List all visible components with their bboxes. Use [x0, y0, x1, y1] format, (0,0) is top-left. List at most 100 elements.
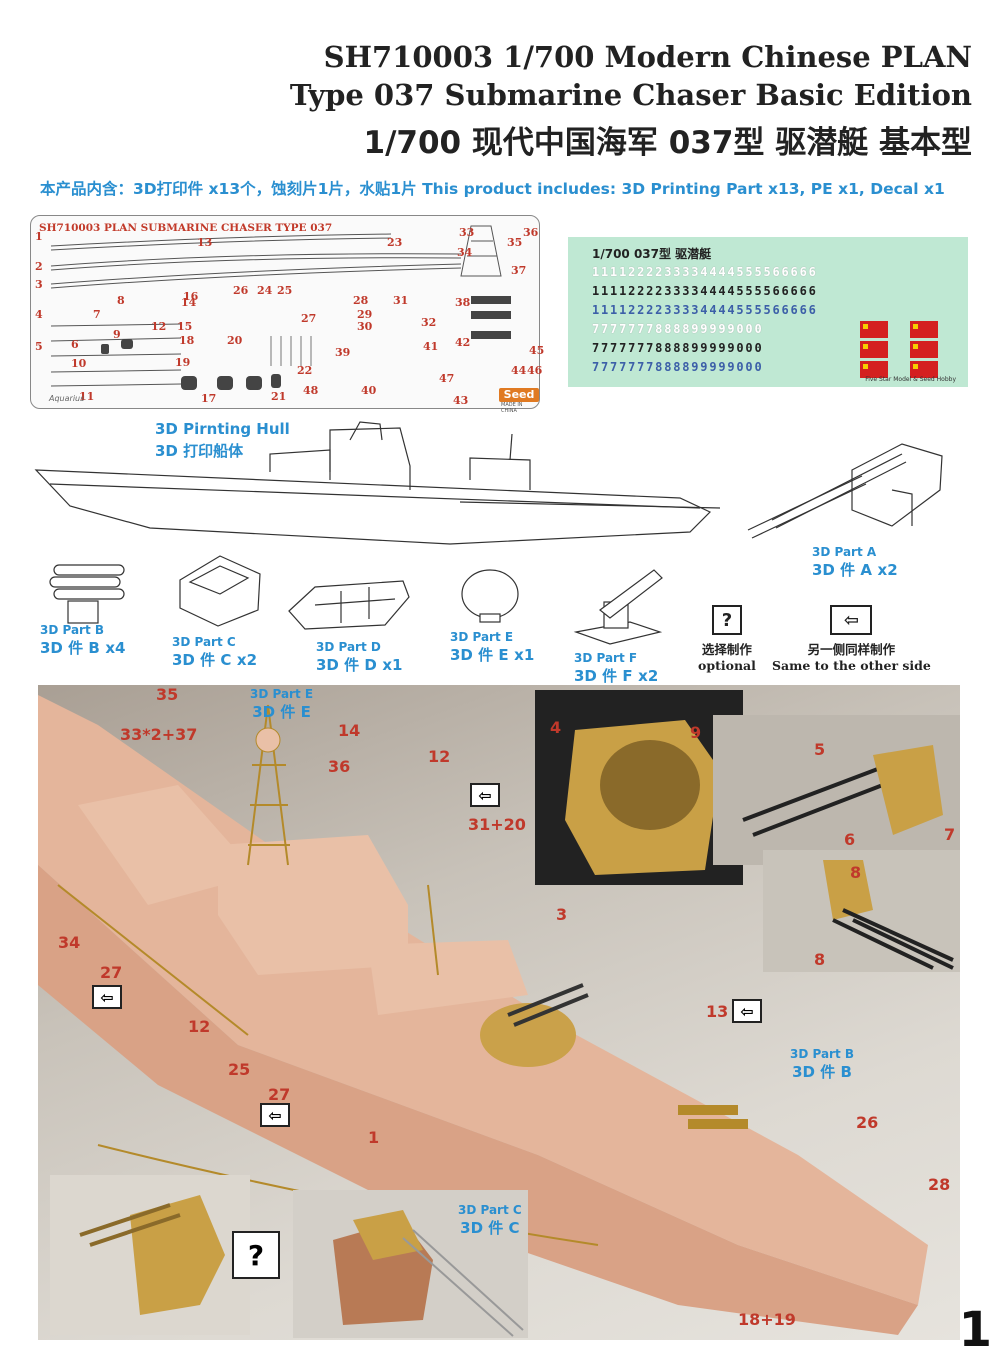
page-number: 1	[958, 1302, 992, 1358]
chinese-flag-icon	[910, 361, 938, 378]
pe-number: 1	[35, 230, 43, 243]
callout-part-c: 3D Part C 3D 件 C	[458, 1203, 522, 1238]
inset-callout-8b: 8	[814, 950, 826, 969]
decal-sheet: 1/700 037型 驱潜艇 1111222233334444555566666…	[568, 237, 968, 387]
title-line-2: Type 037 Submarine Chaser Basic Edition	[289, 78, 972, 112]
both-sides-arrow-icon: ⇦	[732, 999, 762, 1023]
callout-25: 25	[228, 1060, 251, 1079]
pe-number: 11	[79, 390, 95, 403]
part-b-name-en: 3D Part B	[40, 623, 105, 637]
pe-number: 39	[335, 346, 351, 359]
pe-number: 10	[71, 357, 87, 370]
callout-34: 34	[58, 933, 81, 952]
pe-number: 31	[393, 294, 409, 307]
pe-number: 32	[421, 316, 437, 329]
callout-1: 1	[368, 1128, 380, 1147]
callout-18-19: 18+19	[738, 1310, 796, 1329]
decal-row: 1111222233334444555566666	[592, 284, 818, 298]
seed-logo: Seed	[499, 388, 539, 402]
part-d-drawing	[288, 580, 410, 630]
inset-callout-6: 6	[844, 830, 856, 849]
part-c-name-cn: 3D 件 C	[172, 651, 232, 669]
part-d-label: 3D Part D 3D 件 D x1	[316, 640, 403, 675]
inset-part-a-gun	[713, 715, 960, 865]
inset-callout-7: 7	[944, 825, 956, 844]
pe-number: 25	[277, 284, 293, 297]
pe-number: 36	[523, 226, 539, 239]
pe-number: 45	[529, 344, 545, 357]
pe-number: 2	[35, 260, 43, 273]
callout-33-37: 33*2+37	[120, 725, 198, 744]
part-b-drawing	[49, 564, 125, 624]
decal-row: 1111222233334444555566666	[592, 303, 818, 317]
pe-sheet-footer: Aquarius	[49, 394, 85, 403]
callout-14: 14	[338, 721, 361, 740]
part-a-qty: x2	[877, 561, 898, 579]
chinese-flag-icon	[860, 321, 888, 338]
inset-shield-render	[565, 720, 720, 875]
hull-label-en: 3D Pirnting Hull	[155, 420, 290, 438]
inset-gun-rear-render	[823, 860, 954, 970]
callout-part-b-en: 3D Part B	[790, 1047, 855, 1061]
inset-gun-render	[742, 745, 943, 837]
decal-row: 1111222233334444555566666	[592, 265, 818, 279]
photo-etch-sheet: SH710003 PLAN SUBMARINE CHASER TYPE 037 …	[30, 215, 544, 414]
pe-number: 28	[353, 294, 369, 307]
assembled-model-photo: 35 33*2+37 14 36 12 31+20 34 27 12 25 27…	[38, 685, 960, 1340]
part-e-drawing	[461, 569, 519, 623]
callout-26: 26	[856, 1113, 879, 1132]
part-d-name-cn: 3D 件 D	[316, 656, 377, 674]
pe-number: 35	[507, 236, 523, 249]
part-f-drawing	[573, 569, 663, 645]
part-b-label: 3D Part B 3D 件 B x4	[40, 623, 125, 658]
chinese-flag-icon	[910, 321, 938, 338]
part-f-qty: x2	[638, 667, 659, 685]
part-a-drawing	[747, 443, 943, 539]
part-e-qty: x1	[514, 646, 535, 664]
pe-number: 18	[179, 334, 195, 347]
inset-callout-5: 5	[814, 740, 826, 759]
pe-number: 6	[71, 338, 79, 351]
optional-icon: ?	[711, 605, 742, 635]
pe-number: 37	[511, 264, 527, 277]
pe-number: 24	[257, 284, 273, 297]
inset-callout-8a: 8	[850, 863, 862, 882]
hull-label-cn: 3D 打印船体	[155, 442, 244, 460]
part-f-name-en: 3D Part F	[574, 651, 638, 665]
chinese-flag-icon	[860, 361, 888, 378]
callout-part-e-en: 3D Part E	[250, 687, 314, 701]
legend-optional: ? 选择制作 optional	[698, 605, 756, 673]
inset-callout-9: 9	[690, 723, 702, 742]
inset-optional-render	[79, 1195, 225, 1315]
both-sides-arrow-icon: ⇦	[470, 783, 500, 807]
pe-sheet-parts-drawing	[50, 225, 511, 390]
pe-number: 16	[183, 290, 199, 303]
pe-number: 42	[455, 336, 471, 349]
decal-row: 7777777888899999000	[592, 322, 764, 336]
pe-number: 43	[453, 394, 469, 407]
title-line-3: 1/700 现代中国海军 037型 驱潜艇 基本型	[363, 125, 972, 161]
product-includes: 本产品内含：3D打印件 x13个，蚀刻片1片，水贴1片 This product…	[40, 180, 945, 198]
callout-36: 36	[328, 757, 351, 776]
pe-number: 15	[177, 320, 193, 333]
pe-number: 41	[423, 340, 439, 353]
inset-part-c-shield	[535, 690, 743, 885]
callout-27-upper: 27	[100, 963, 123, 982]
pe-number: 46	[527, 364, 543, 377]
part-a-name-cn: 3D 件 A	[812, 561, 872, 579]
legend-same-en: Same to the other side	[772, 658, 931, 673]
pe-number: 5	[35, 340, 43, 353]
part-e-name-en: 3D Part E	[450, 630, 514, 644]
part-b-qty: x4	[105, 639, 126, 657]
decal-row: 7777777888899999000	[592, 360, 764, 374]
part-c-drawing	[179, 555, 261, 627]
pe-number: 12	[151, 320, 167, 333]
callout-13: 13	[706, 1002, 729, 1021]
pe-number: 3	[35, 278, 43, 291]
pe-number: 38	[455, 296, 471, 309]
chinese-flag-icon	[860, 341, 888, 358]
inset-part-c-mount	[293, 1190, 528, 1338]
pe-number: 8	[117, 294, 125, 307]
inset-mount-render	[333, 1210, 524, 1337]
callout-12-lower: 12	[188, 1017, 211, 1036]
